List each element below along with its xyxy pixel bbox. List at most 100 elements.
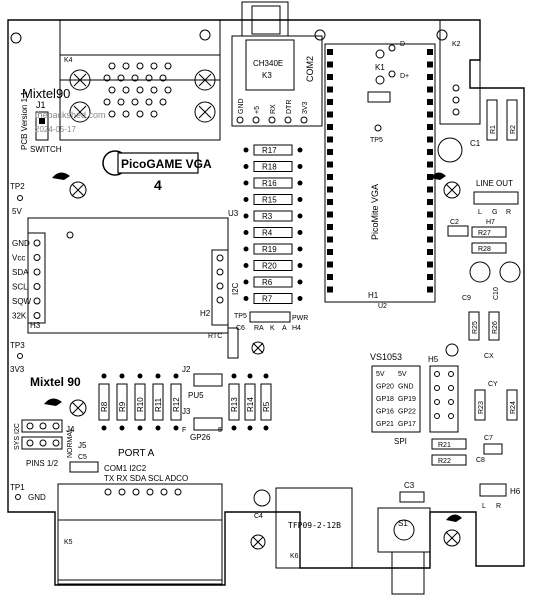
h6-r: R: [496, 503, 501, 510]
resistor-label-r17: R17: [262, 146, 277, 155]
resistor-label-r5: R5: [262, 401, 271, 412]
board-number: 4: [154, 177, 162, 193]
resistor-label-r6: R6: [262, 278, 273, 287]
resistor: [471, 226, 507, 238]
screw-hole-left2: [69, 399, 87, 417]
usb-socket: [241, 1, 289, 37]
screw-hole-left: [69, 181, 87, 199]
s1-label: S1: [398, 519, 408, 528]
resistor-label-r25: R25: [472, 321, 479, 334]
resistor-label-r22: R22: [438, 458, 451, 465]
resistor: [486, 99, 498, 141]
resistor-label-r13: R13: [230, 397, 239, 412]
j1-switch: [35, 111, 49, 141]
rak-k: K: [270, 325, 275, 332]
c7-label: C7: [484, 435, 493, 442]
board-outline: [7, 19, 525, 586]
resistor: [253, 227, 293, 238]
vs-pin-right-gp17: GP17: [398, 421, 416, 428]
resistor: [170, 383, 182, 421]
resistor-label-r3: R3: [262, 212, 273, 221]
mounting-holes: [10, 29, 448, 44]
rtc-pin-sqw: SQW: [12, 297, 32, 306]
vs-pin-left-gp20: GP20: [376, 384, 394, 391]
resistor: [253, 177, 293, 189]
tp3-3v3-label: 3V3: [10, 365, 25, 374]
com2-pin-gnd: GND: [238, 98, 245, 114]
resistor-label-r8: R8: [100, 401, 109, 412]
rtc-pin-pad: [33, 312, 41, 319]
board-title-badge: [102, 150, 199, 176]
resistor: [253, 210, 293, 222]
c4-label: C4: [254, 513, 263, 520]
lgr-l: L: [478, 209, 482, 216]
board-title: PicoGAME VGA: [121, 157, 212, 171]
k4-label: K4: [64, 57, 73, 64]
u2-pico-module: [324, 43, 436, 303]
resistor-label-r10: R10: [136, 397, 145, 412]
resistor: [431, 454, 467, 466]
resistor: [253, 243, 293, 255]
h3-label: H3: [30, 321, 41, 330]
cx-label: CX: [484, 353, 494, 360]
resistor-label-r19: R19: [262, 245, 277, 254]
com2-pin-dtr: DTR: [286, 100, 293, 114]
brand-date: 2024-05-17: [35, 125, 76, 134]
vs-pin-right-5v: 5V: [398, 371, 407, 378]
resistor-label-r11: R11: [154, 397, 163, 412]
resistor-label-r7: R7: [262, 295, 273, 304]
resistor-label-r20: R20: [262, 262, 277, 271]
brand-site: thebackshed.com: [35, 110, 106, 120]
k6-label: K6: [290, 553, 299, 560]
rtc-pin-scl: SCL: [12, 283, 28, 292]
vs-pin-left-gp16: GP16: [376, 409, 394, 416]
resistor-label-r1: R1: [490, 125, 497, 134]
k2-label: K2: [452, 41, 461, 48]
vs-pin-right-gnd: GND: [398, 384, 414, 391]
k1-label: K1: [375, 63, 385, 72]
k5-label: K5: [64, 539, 73, 546]
c1-label: C1: [470, 139, 481, 148]
resistor: [228, 383, 240, 421]
resistor-label-r12: R12: [172, 397, 181, 412]
d-plus-label: D+: [400, 73, 409, 80]
c1-cap: [437, 137, 463, 163]
vs1053-label: VS1053: [370, 352, 402, 362]
resistor: [253, 293, 293, 304]
vs-pin-left-5v: 5V: [376, 371, 385, 378]
j4-header: [21, 419, 63, 450]
tfp-label: TFP09-2-12B: [288, 521, 341, 530]
tp2-5v-label: 5V: [12, 207, 22, 216]
vs1053-header: [371, 365, 421, 433]
k5-connector: [57, 483, 223, 585]
h6-l: L: [482, 503, 486, 510]
rtc-label: RTC: [208, 333, 222, 340]
tp1-gnd-label: GND: [28, 493, 46, 502]
resistor: [431, 438, 467, 450]
k3-ch340-module: [231, 35, 323, 127]
pwr-label: PWR: [292, 315, 308, 322]
d-minus-label: D-: [400, 41, 408, 48]
resistor: [253, 194, 293, 205]
j5-label: J5: [78, 441, 87, 450]
j2-label: J2: [182, 365, 191, 374]
com2-label: COM2: [305, 56, 315, 82]
resistor: [471, 242, 507, 254]
lgr-g: G: [492, 209, 497, 216]
resistor: [98, 383, 110, 421]
lgr-r: R: [506, 209, 511, 216]
tp2-label: TP2: [10, 182, 25, 191]
vs-pin-left-gp21: GP21: [376, 421, 394, 428]
com2-pin-rx: RX: [270, 104, 277, 114]
k2-connector: [439, 19, 481, 125]
tp5-label: TP5: [370, 137, 383, 144]
resistor: [244, 383, 256, 421]
normal-label: NORMAL: [67, 428, 74, 458]
rtc-pin-vcc: Vcc: [12, 254, 25, 263]
com2-pin-plus5: +5: [254, 106, 261, 114]
pcb-version: PCB Version 1.1: [20, 91, 29, 150]
resistor-label-r28: R28: [478, 246, 491, 253]
diode: [367, 91, 391, 103]
resistor-label-r2: R2: [510, 125, 517, 134]
